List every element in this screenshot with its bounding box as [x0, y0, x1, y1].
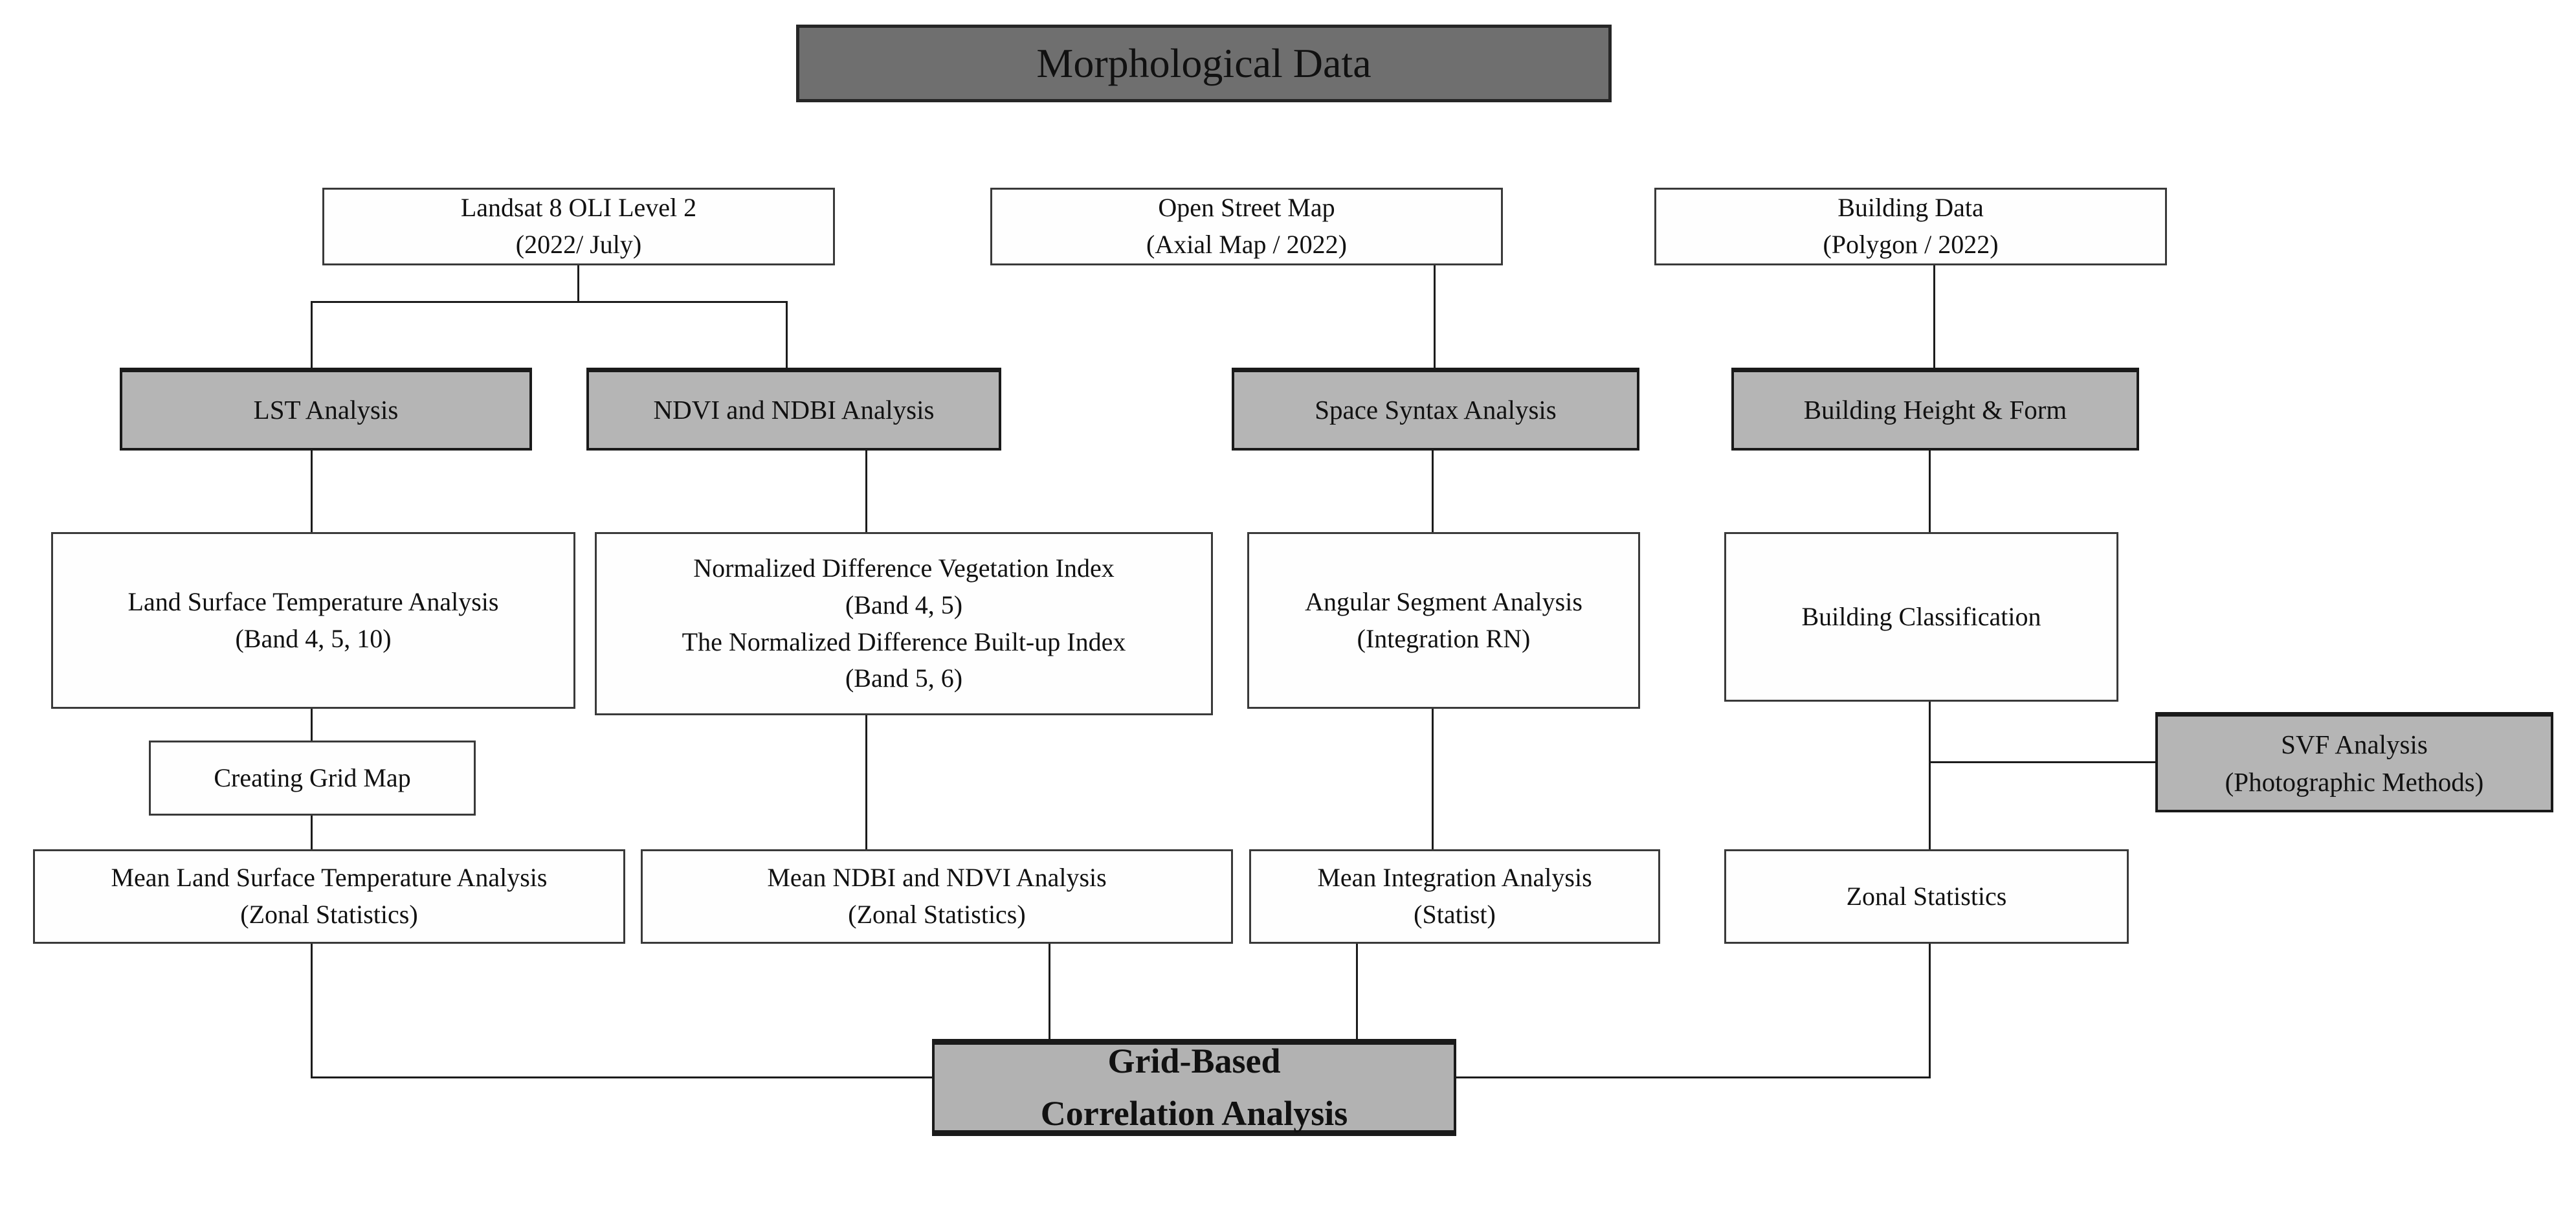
connector — [1929, 702, 1931, 849]
connector — [1432, 709, 1434, 849]
mean-ndbi-ndvi-box: Mean NDBI and NDVI Analysis (Zonal Stati… — [641, 849, 1233, 944]
ndvi-ndbi-analysis-box: NDVI and NDBI Analysis — [586, 368, 1001, 451]
grid-based-correlation-box: Grid-Based Correlation Analysis — [932, 1039, 1456, 1136]
connector — [1456, 1076, 1929, 1078]
title-box: Morphological Data — [796, 25, 1612, 102]
creating-grid-map-box: Creating Grid Map — [149, 741, 476, 816]
connector — [1929, 451, 1931, 532]
building-data-source-box: Building Data (Polygon / 2022) — [1654, 188, 2167, 265]
osm-source-box: Open Street Map (Axial Map / 2022) — [990, 188, 1503, 265]
connector — [311, 451, 313, 532]
connector — [311, 301, 788, 303]
connector — [311, 301, 313, 368]
connector — [311, 816, 313, 849]
lst-analysis-box: LST Analysis — [120, 368, 532, 451]
connector — [865, 451, 867, 532]
angular-segment-box: Angular Segment Analysis (Integration RN… — [1247, 532, 1640, 709]
connector — [1434, 265, 1436, 368]
space-syntax-analysis-box: Space Syntax Analysis — [1232, 368, 1639, 451]
connector — [311, 709, 313, 741]
connector — [786, 301, 788, 368]
connector — [577, 265, 579, 301]
connector — [1929, 944, 1931, 1078]
ndvi-ndbi-index-box: Normalized Difference Vegetation Index (… — [595, 532, 1213, 715]
connector — [1933, 265, 1935, 368]
connector — [1356, 944, 1358, 1039]
connector — [311, 944, 313, 1078]
land-surface-temperature-box: Land Surface Temperature Analysis (Band … — [51, 532, 575, 709]
mean-integration-box: Mean Integration Analysis (Statist) — [1249, 849, 1660, 944]
connector-svf — [1929, 761, 2155, 763]
svf-analysis-box: SVF Analysis (Photographic Methods) — [2155, 712, 2553, 812]
landsat-source-box: Landsat 8 OLI Level 2 (2022/ July) — [322, 188, 835, 265]
building-height-form-box: Building Height & Form — [1731, 368, 2139, 451]
mean-lst-box: Mean Land Surface Temperature Analysis (… — [33, 849, 625, 944]
connector — [1049, 944, 1050, 1039]
connector — [311, 1076, 932, 1078]
building-classification-box: Building Classification — [1724, 532, 2118, 702]
connector — [865, 715, 867, 849]
connector — [1432, 451, 1434, 532]
zonal-statistics-box: Zonal Statistics — [1724, 849, 2129, 944]
